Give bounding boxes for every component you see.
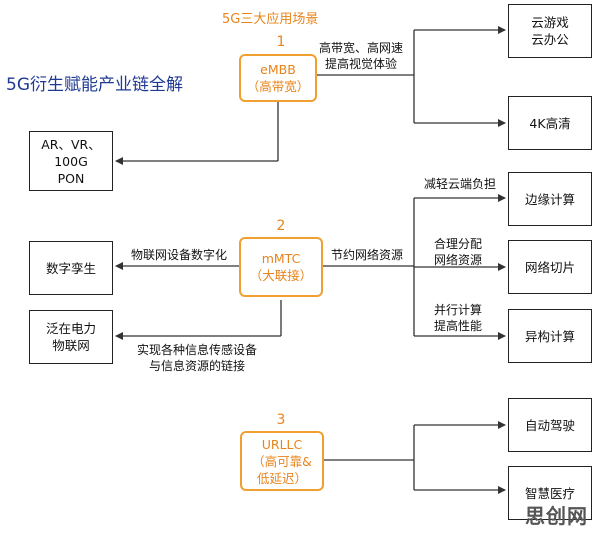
embb-desc: （高带宽） — [246, 79, 310, 94]
label-embb-benefit: 高带宽、高网速 提高视觉体验 — [319, 40, 403, 72]
scenario-number-3: 3 — [276, 412, 286, 428]
hetero-label: 异构计算 — [524, 328, 575, 344]
cloud-line-2: 云办公 — [531, 32, 569, 47]
ar-vr-line-2: 100G — [54, 153, 88, 169]
label-parallel: 并行计算 提高性能 — [434, 302, 482, 334]
scenario-number-1: 1 — [276, 34, 286, 50]
box-edge-computing: 边缘计算 — [508, 172, 592, 226]
scenario-box-urllc: URLLC （高可靠& 低延迟） — [240, 431, 324, 491]
power-iot-line-1: 泛在电力 — [45, 321, 96, 336]
box-4k-uhd: 4K高清 — [508, 96, 592, 150]
label-save-resources: 节约网络资源 — [331, 248, 404, 262]
allocate-line-1: 合理分配 — [434, 237, 483, 251]
autodrive-label: 自动驾驶 — [524, 417, 575, 433]
box-power-iot: 泛在电力 物联网 — [29, 310, 113, 364]
scene-title: 5G三大应用场景 — [222, 12, 319, 27]
allocate-line-2: 网络资源 — [434, 253, 483, 267]
box-network-slicing: 网络切片 — [508, 240, 592, 294]
urllc-name: URLLC — [261, 436, 303, 452]
ar-vr-line-3: PON — [57, 170, 85, 186]
edge-label: 边缘计算 — [524, 191, 575, 207]
box-digital-twin: 数字孪生 — [29, 241, 113, 295]
scenario-box-embb: eMBB （高带宽） — [239, 54, 317, 102]
cloud-line-1: 云游戏 — [531, 15, 569, 30]
box-autonomous-driving: 自动驾驶 — [508, 398, 592, 452]
embb-benefit-line-1: 高带宽、高网速 — [319, 41, 404, 55]
scenario-number-2: 2 — [276, 218, 286, 234]
parallel-line-1: 并行计算 — [434, 303, 483, 317]
slicing-label: 网络切片 — [524, 259, 575, 275]
box-smart-medical: 智慧医疗 — [508, 466, 592, 520]
embb-name: eMBB — [260, 62, 296, 77]
power-iot-line-2: 物联网 — [52, 338, 90, 353]
ar-vr-line-1: AR、VR、 — [41, 136, 101, 152]
label-reduce-cloud: 减轻云端负担 — [424, 177, 497, 191]
link-sensors-line-2: 与信息资源的链接 — [149, 359, 246, 373]
box-ar-vr-pon: AR、VR、 100G PON — [29, 131, 113, 191]
digital-twin-label: 数字孪生 — [45, 260, 96, 276]
mmtc-desc: （大联接） — [249, 268, 313, 283]
embb-benefit-line-2: 提高视觉体验 — [325, 57, 398, 71]
box-heterogeneous-computing: 异构计算 — [508, 309, 592, 363]
box-cloud: 云游戏 云办公 — [508, 4, 592, 58]
label-link-sensors: 实现各种信息传感设备 与信息资源的链接 — [137, 342, 257, 374]
label-iot-digitize: 物联网设备数字化 — [131, 248, 228, 262]
parallel-line-2: 提高性能 — [434, 319, 483, 333]
medical-label: 智慧医疗 — [524, 485, 575, 501]
urllc-desc-2: 低延迟） — [256, 470, 307, 486]
urllc-desc-1: （高可靠& — [252, 453, 312, 469]
uhd-label: 4K高清 — [529, 115, 571, 131]
watermark: 思创网 — [525, 504, 588, 528]
main-title: 5G衍生赋能产业链全解 — [6, 75, 183, 95]
mmtc-name: mMTC — [261, 251, 301, 266]
label-allocate: 合理分配 网络资源 — [434, 236, 482, 268]
link-sensors-line-1: 实现各种信息传感设备 — [137, 343, 258, 357]
scenario-box-mmtc: mMTC （大联接） — [239, 237, 323, 297]
